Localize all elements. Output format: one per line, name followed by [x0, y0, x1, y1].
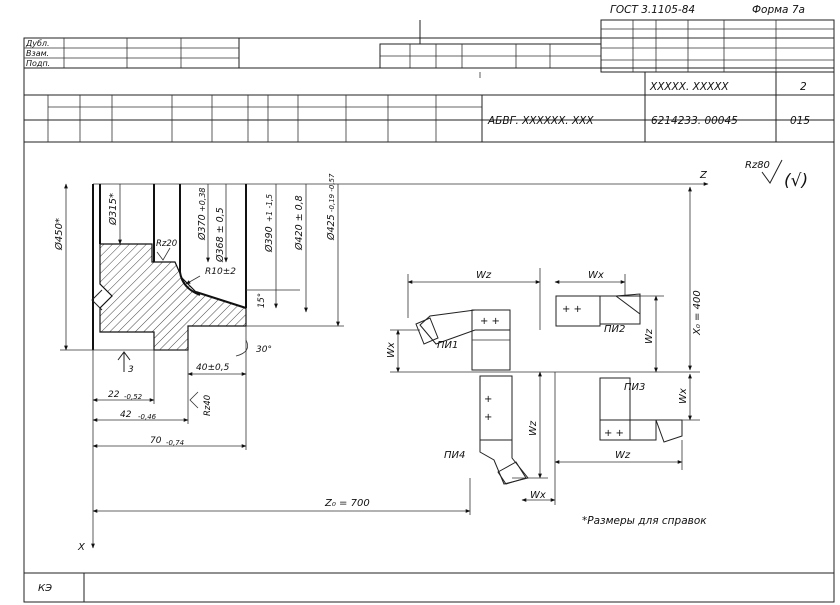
dim-d370-tol: +0,38 [198, 187, 207, 212]
row-label-dubl: Дубл. [25, 39, 50, 48]
part-profile: 3 [91, 184, 247, 375]
document-code: АБВГ. ХХХХХХ. ХХХ [487, 115, 594, 127]
tool-pi4-label: ПИ4 [444, 450, 465, 461]
roughness-paren: (√) [784, 171, 808, 191]
sheet-number: 2 [800, 81, 807, 93]
row-label-podp: Подп. [26, 59, 50, 68]
x0-label: X₀ = 400 [692, 290, 703, 336]
dim-len40: 40±0,5 [196, 363, 230, 373]
reference-note: *Размеры для справок [582, 515, 707, 527]
dim-len70: 70 [150, 436, 162, 446]
hatched-section [99, 243, 247, 351]
dim-len70-tol: -0,74 [166, 439, 184, 447]
dim-len42-tol: -0,46 [138, 413, 157, 421]
svg-text:3: 3 [128, 365, 134, 375]
tool-pi2-label: ПИ2 [604, 324, 625, 335]
dim-d368: Ø368 ± 0,5 [215, 207, 226, 263]
svg-text:+ +: + + [562, 304, 582, 315]
dim-d425: Ø425 [326, 214, 337, 241]
gost-label: ГОСТ 3.1105-84 [610, 4, 695, 16]
dim-r10: R10±2 [205, 267, 236, 277]
wz-label-4: Wz [528, 420, 539, 436]
dim-d420: Ø420 ± 0,8 [294, 195, 305, 251]
dim-angle30: 30° [256, 345, 272, 355]
svg-text:+: + [484, 394, 492, 405]
dim-len42: 42 [120, 410, 132, 420]
wx-label-1: Wx [588, 270, 604, 281]
dim-d425-tol: -0,19 -0,57 [328, 173, 336, 212]
form-label: Форма 7а [752, 4, 805, 16]
title-block: ГОСТ 3.1105-84 Форма 7а Дубл. Взам. Подп… [23, 4, 835, 603]
dim-len22: 22 [108, 390, 120, 400]
dim-d450: Ø450* [53, 218, 65, 251]
wz-label-2: Wz [644, 328, 655, 344]
wx-label-4: Wx [530, 490, 546, 501]
z-axis-label: Z [699, 170, 708, 181]
svg-text:+ +: + + [604, 428, 624, 439]
code-right: ХХХХХ. ХХХХХ [649, 81, 729, 93]
tool-pi1-label: ПИ1 [437, 340, 458, 351]
x-axis-label: X [77, 542, 86, 553]
z0-label: Z₀ = 700 [324, 498, 370, 509]
part-dimensions: Ø450* Ø315* Ø370 +0,38 Ø368 ± 0,5 Ø390 +… [53, 173, 344, 450]
dim-d315: Ø315* [107, 193, 119, 226]
wx-label-3: Wx [678, 388, 689, 404]
coordinate-axes: Z X X₀ = 400 Z₀ = 700 [77, 170, 709, 553]
dim-len22-tol: -0,52 [124, 393, 143, 401]
svg-text:+: + [484, 412, 492, 423]
dim-d390: Ø390 [264, 226, 275, 253]
tool-pi4-holder [479, 375, 513, 441]
rough-rz20: Rz20 [156, 239, 177, 249]
footer-label: КЭ [38, 583, 52, 594]
wx-label-2: Wx [386, 342, 397, 358]
wz-label-3: Wz [615, 450, 631, 461]
row-label-vzam: Взам. [26, 49, 49, 58]
tool-layout: Wz Wx + + ПИ1 Wx + + ПИ2 Wz + + ПИ3 Wx [386, 268, 700, 505]
operation-number: 015 [790, 115, 810, 127]
svg-text:+ +: + + [480, 316, 500, 327]
roughness-general: Rz80 (√) [745, 159, 808, 191]
part-number: 6214233. 00045 [651, 115, 738, 127]
sheet-frame [23, 37, 835, 603]
dim-d390-tol: +1 -1,5 [265, 194, 274, 222]
tool-pi3-label: ПИ3 [624, 382, 645, 393]
wz-label-1: Wz [476, 270, 492, 281]
dim-angle15: 15° [257, 293, 267, 308]
svg-text:Rz80: Rz80 [745, 160, 770, 171]
dim-d370: Ø370 [197, 214, 208, 241]
rough-rz40: Rz40 [203, 395, 213, 416]
